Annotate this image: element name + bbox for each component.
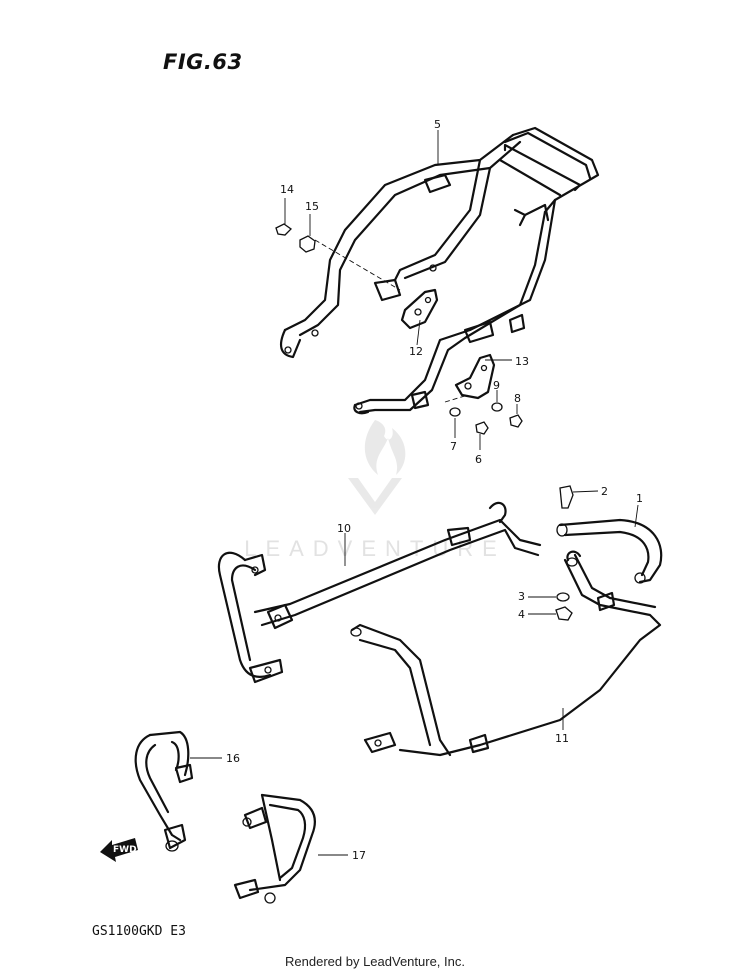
forward-arrow: FWD <box>100 838 138 862</box>
forward-label: FWD <box>113 845 137 855</box>
nut-15 <box>299 214 316 253</box>
hardware-6-9 <box>449 390 523 450</box>
callout-2: 2 <box>601 485 608 498</box>
callout-7: 7 <box>450 440 457 453</box>
callout-1: 1 <box>636 492 643 505</box>
callout-16: 16 <box>226 752 240 765</box>
guard-17 <box>233 793 348 904</box>
callout-12: 12 <box>409 345 423 358</box>
callout-3: 3 <box>518 590 525 603</box>
guard-10 <box>217 501 542 684</box>
rear-carrier-frame <box>279 126 600 415</box>
guard-11 <box>350 550 662 757</box>
callout-8: 8 <box>514 392 521 405</box>
footer-credit: Rendered by LeadVenture, Inc. <box>285 954 465 969</box>
hardware-2-4 <box>528 485 599 621</box>
guard-1 <box>556 504 663 584</box>
callout-5: 5 <box>434 118 441 131</box>
callout-17: 17 <box>352 849 366 862</box>
callout-13: 13 <box>515 355 529 368</box>
callout-6: 6 <box>475 453 482 466</box>
guard-16 <box>134 730 222 852</box>
bracket-12 <box>400 288 439 330</box>
callout-9: 9 <box>493 379 500 392</box>
watermark-logo <box>348 420 406 515</box>
callout-4: 4 <box>518 608 525 621</box>
callout-14: 14 <box>280 183 294 196</box>
figure-title: FIG.63 <box>163 50 243 74</box>
callout-11: 11 <box>555 732 569 745</box>
callout-15: 15 <box>305 200 319 213</box>
bolt-14 <box>275 198 293 236</box>
model-code: GS1100GKD E3 <box>92 924 186 939</box>
callout-10: 10 <box>337 522 351 535</box>
bracket-13 <box>454 353 496 400</box>
